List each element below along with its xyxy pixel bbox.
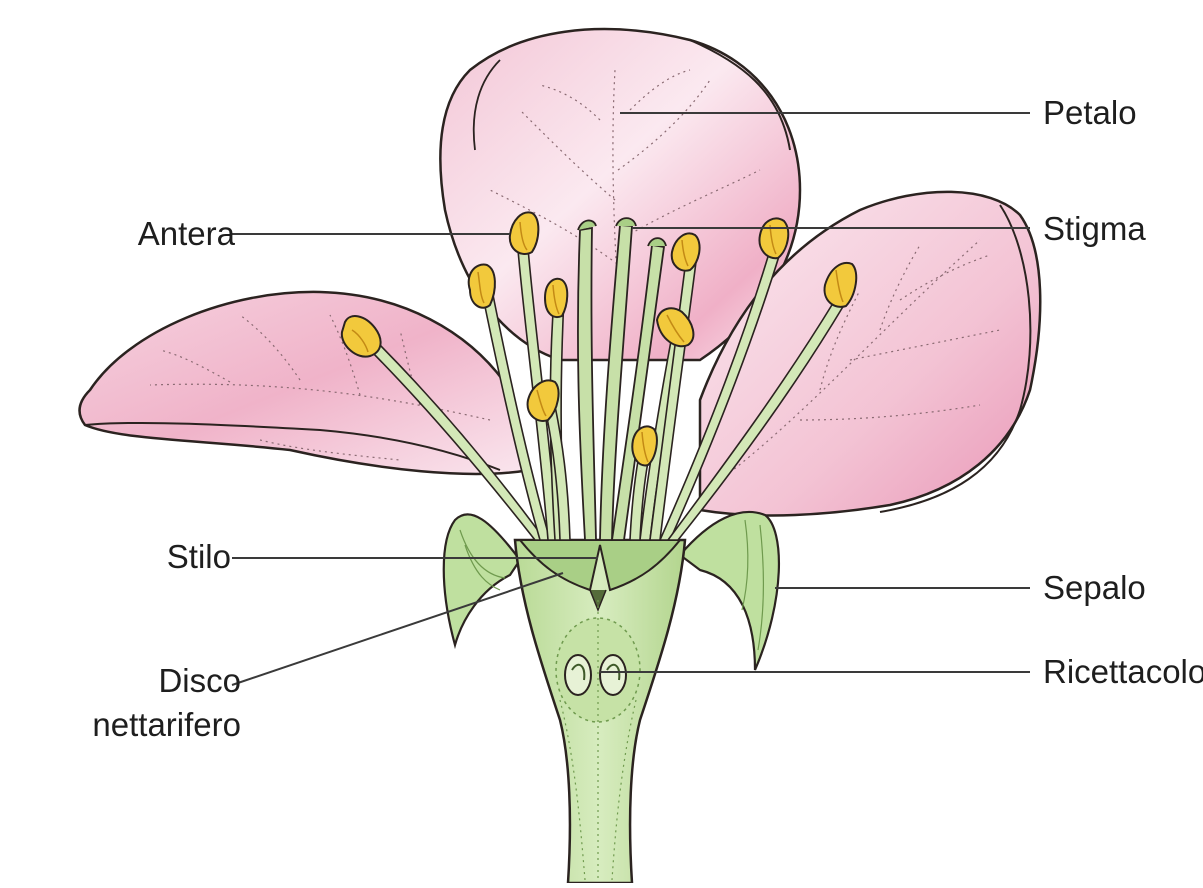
label-sepalo: Sepalo [1043,569,1146,607]
label-disco-line2: nettarifero [92,706,241,744]
sepal-right [680,512,779,670]
sepal-left [444,514,520,645]
label-stigma: Stigma [1043,210,1146,248]
label-ricettacolo: Ricettacolo [1043,653,1203,691]
label-disco-nettarifero: Disco nettarifero [92,662,241,744]
label-petalo: Petalo [1043,94,1137,132]
receptacle-stem [515,540,685,883]
label-antera: Antera [138,215,235,253]
leader-disco [232,573,563,685]
label-disco-line1: Disco [92,662,241,700]
label-stilo: Stilo [167,538,231,576]
